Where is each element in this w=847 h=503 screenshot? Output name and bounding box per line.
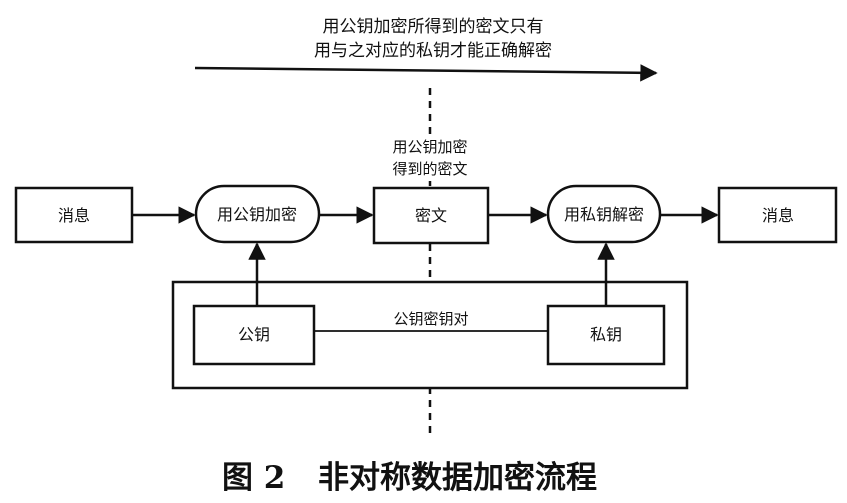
private-key-decrypt-label: 用私钥解密 (564, 205, 644, 224)
mid-note-backdrop (380, 135, 480, 181)
top-note-line-2: 用与之对应的私钥才能正确解密 (314, 41, 552, 61)
message-output-box (717, 186, 838, 244)
private-key-label: 私钥 (590, 325, 622, 344)
message-output-label: 消息 (762, 206, 794, 225)
public-key-box (192, 304, 316, 366)
figure-title: 非对称数据加密流程 (318, 460, 597, 496)
public-key-encrypt-label: 用公钥加密 (217, 205, 297, 224)
public-key-label: 公钥 (238, 325, 270, 344)
figure-number: 图 2 (222, 460, 285, 496)
ciphertext-box (372, 186, 490, 245)
top-note-line-1: 用公钥加密所得到的密文只有 (323, 17, 544, 37)
key-pair-label-backdrop (382, 310, 482, 328)
message-input-box (14, 186, 134, 244)
mid-note-line-2: 得到的密文 (392, 160, 467, 178)
mid-note-line-1: 用公钥加密 (392, 138, 467, 156)
ciphertext-label: 密文 (415, 206, 447, 225)
private-key-box (546, 304, 666, 366)
top-flow-arrow (194, 64, 658, 82)
message-input-label: 消息 (58, 206, 90, 225)
key-pair-label: 公钥密钥对 (393, 310, 468, 328)
